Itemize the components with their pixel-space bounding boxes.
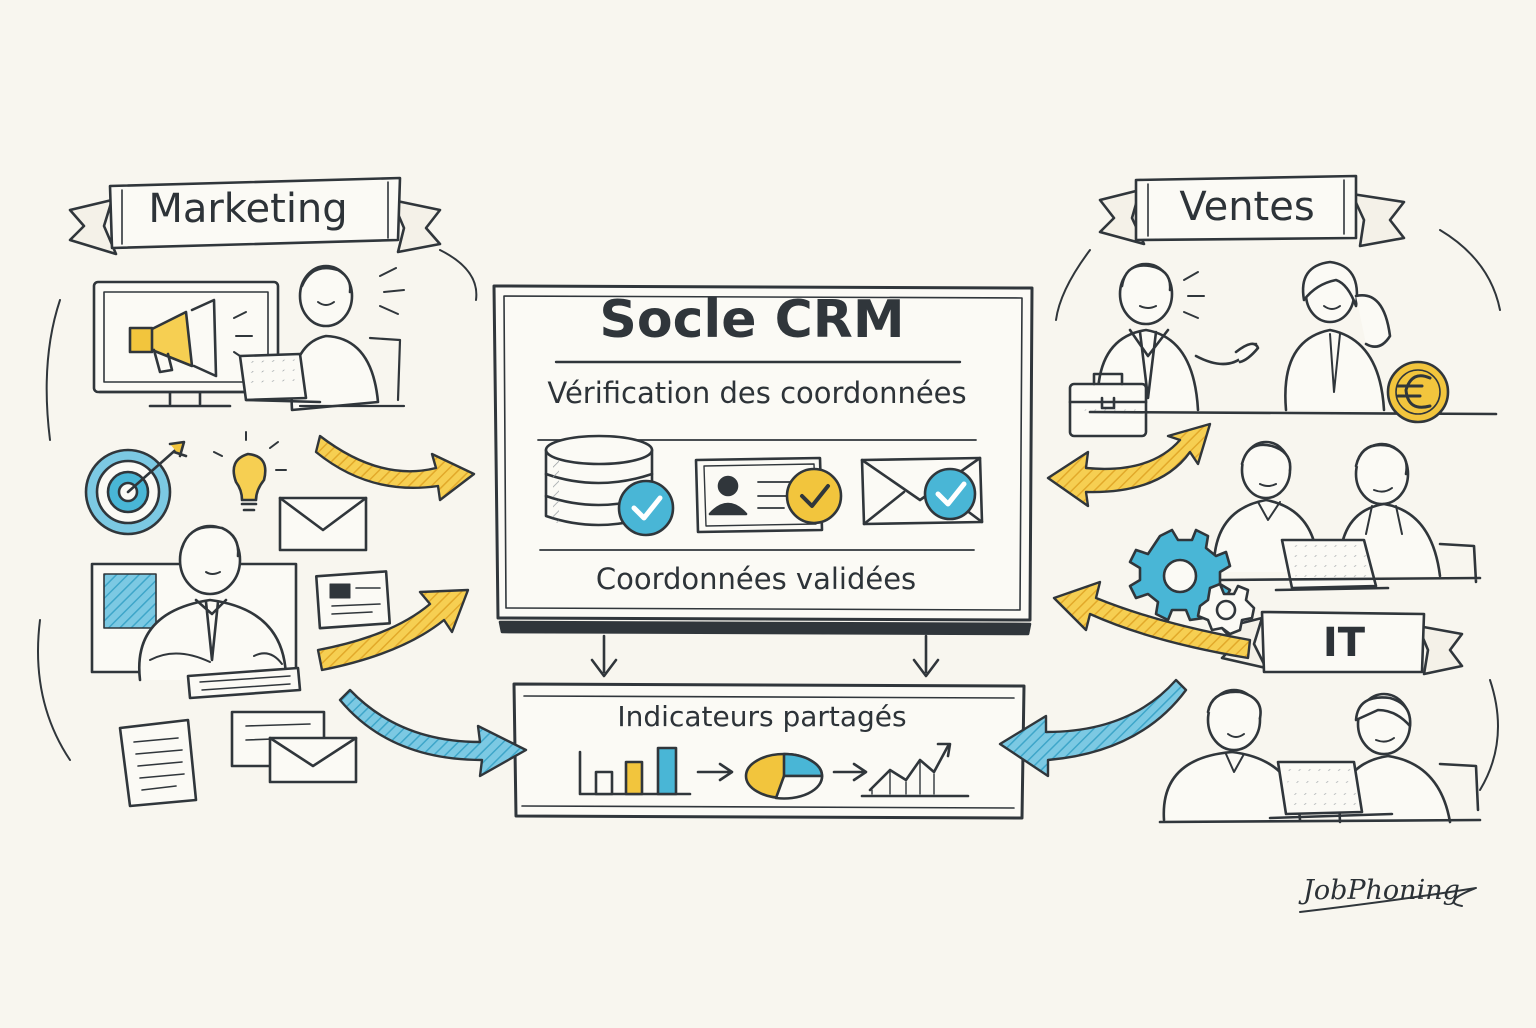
arrow-icon [696,762,734,782]
flow-arrows [314,422,1252,778]
crm-title: Socle CRM [599,290,905,350]
banner-ventes [1098,174,1406,248]
target-icon [84,440,188,536]
arrow-icon [832,762,868,782]
indicators-title: Indicateurs partagés [617,700,907,733]
brand-underline [1299,887,1477,913]
arrow-it-indicators [998,678,1188,778]
arrow-marketing-crm [314,434,476,502]
check-badge-icon [785,467,843,525]
banner-ventes-label: Ventes [1179,184,1315,230]
it-developers-scene [1158,688,1482,824]
banner-it-label: IT [1322,620,1366,666]
bar-chart-icon [578,746,692,796]
envelope-icon [278,496,368,552]
arrow-worker-crm [316,588,470,672]
megaphone-icon [128,298,218,378]
banner-marketing [68,176,442,256]
arrow-it-crm [1052,580,1252,660]
arrow-ventes-crm [1046,422,1212,508]
trend-chart-icon [860,742,970,798]
marketing-papers-scene [118,710,358,808]
briefcase-icon [1068,372,1148,438]
euro-coin-icon [1386,360,1450,424]
check-badge-icon [923,467,977,521]
marketing-monitor-scene [92,264,406,412]
down-arrows [590,634,940,678]
ventes-meeting-scene [1068,260,1498,438]
arrow-marketing-indicators [338,688,528,778]
pie-chart-icon [744,752,824,800]
marketing-worker-scene [90,524,392,700]
brand-logo: JobPhoning [1303,875,1460,906]
check-badge-icon [617,479,675,537]
lightbulb-icon [213,431,287,512]
gears-icon [1128,528,1256,636]
ventes-laptop-scene [1212,440,1482,592]
marketing-ideas-scene [84,431,368,552]
crm-subtitle: Vérification des coordonnées [547,376,967,410]
crm-board [492,284,1034,636]
banner-marketing-label: Marketing [148,186,348,232]
crm-validated-label: Coordonnées validées [595,562,917,596]
